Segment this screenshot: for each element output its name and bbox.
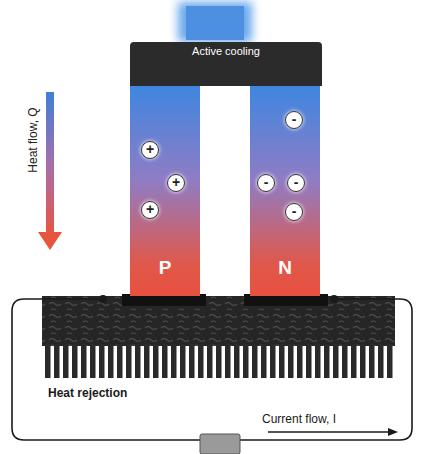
terminal — [330, 295, 338, 303]
wire — [12, 299, 412, 440]
cold-glow — [178, 2, 252, 42]
heat-flow-arrow — [46, 92, 54, 234]
cooling-plate: Active cooling — [130, 42, 322, 86]
terminal — [99, 295, 107, 303]
carrier-sign: - — [292, 204, 297, 218]
hole-carrier: + — [167, 174, 185, 192]
hole-carrier: + — [141, 201, 159, 219]
hot-plate — [42, 296, 395, 346]
carrier-sign: + — [146, 202, 154, 216]
electron-carrier: - — [287, 174, 305, 192]
power-source — [200, 434, 240, 454]
electron-carrier: - — [285, 111, 303, 129]
leg-label: N — [278, 257, 292, 280]
heat-sink-fins — [45, 344, 393, 378]
electron-carrier: - — [285, 203, 303, 221]
carrier-sign: + — [146, 142, 154, 156]
heat-rejection-label: Heat rejection — [48, 386, 127, 400]
n-type-leg: N - - - - — [250, 86, 320, 296]
hole-carrier: + — [141, 141, 159, 159]
leg-label: P — [159, 257, 172, 280]
current-flow-label: Current flow, I — [262, 412, 336, 426]
carrier-sign: + — [172, 175, 180, 189]
heat-flow-label: Heat flow, Q — [26, 107, 40, 172]
carrier-sign: - — [294, 175, 299, 189]
cooled-object — [186, 6, 244, 40]
p-type-leg: P + + + — [130, 86, 200, 296]
carrier-sign: - — [264, 175, 269, 189]
carrier-sign: - — [292, 112, 297, 126]
current-arrow — [268, 431, 388, 432]
arrow-head — [38, 232, 62, 250]
electron-carrier: - — [257, 174, 275, 192]
arrow-head — [388, 428, 398, 436]
plate-label: Active cooling — [192, 45, 260, 58]
